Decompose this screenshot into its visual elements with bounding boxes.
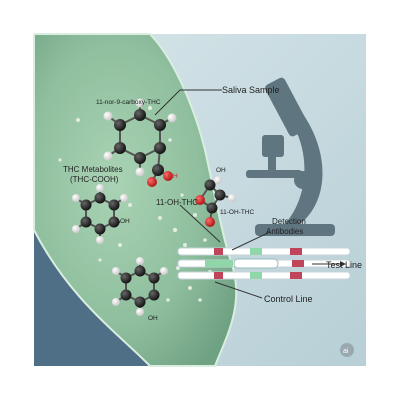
oh-thc-left-label: 11-OH-THC — [156, 198, 198, 207]
test-strip-bottom — [177, 271, 351, 280]
oh-benzene-1-label: OH — [120, 218, 130, 225]
oh-top-label: OH — [216, 167, 226, 174]
test-line-arrowhead — [340, 261, 346, 267]
thc-metabolite-atoms — [72, 184, 128, 244]
saliva-sample-label: Saliva Sample — [222, 85, 280, 95]
test-strip-middle — [177, 258, 351, 269]
antibodies-label: Antibodies — [266, 227, 303, 236]
oh-benzene-2-label: OH — [148, 315, 158, 322]
saliva-sample-region — [33, 33, 238, 367]
oh-thc-atoms — [195, 176, 236, 227]
thc-metabolites-label: THC Metabolites — [63, 165, 123, 174]
carboxy-thc-atoms — [103, 98, 177, 187]
test-line-label: Test Line — [326, 260, 362, 270]
bottom-benzene-atoms — [112, 257, 168, 316]
detection-leader — [231, 231, 271, 251]
oh-red-label: OH — [168, 173, 178, 180]
control-line-leader — [214, 281, 263, 299]
carboxy-thc-label: 11-nor-9-carboxy-THC — [96, 99, 161, 106]
saliva-leader — [154, 89, 222, 116]
ai-watermark-text: ai — [343, 348, 349, 355]
oh-thc-leader — [179, 204, 221, 243]
control-line-label: Control Line — [264, 294, 313, 304]
leader-lines — [154, 89, 340, 299]
test-strip-top — [177, 247, 351, 256]
oh-thc-right-label: 11-OH-THC — [220, 209, 254, 216]
thc-cooh-label: (THC-COOH) — [70, 175, 119, 184]
ai-watermark-badge — [340, 343, 354, 357]
dark-water-region — [34, 230, 150, 366]
microscope-icon — [246, 77, 335, 236]
detection-label: Detection — [272, 217, 306, 226]
